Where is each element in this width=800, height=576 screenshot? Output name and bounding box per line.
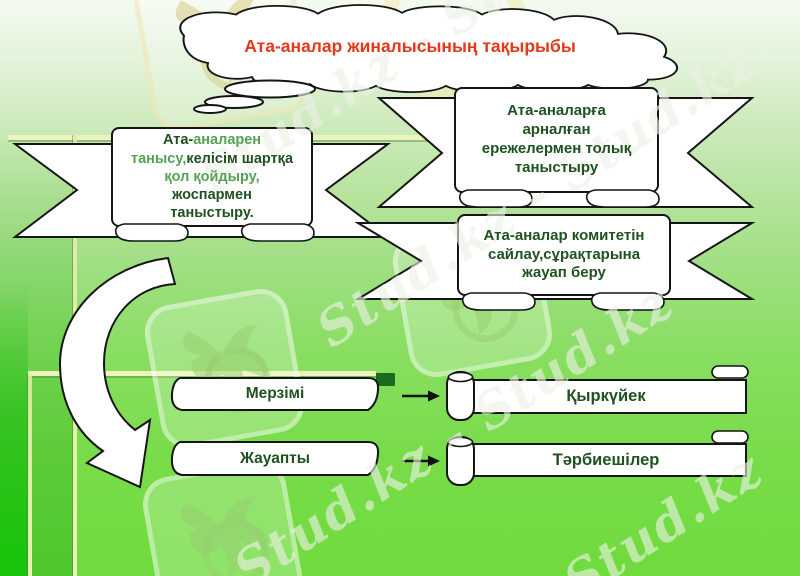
text-line: танысу,келісім шартқа — [130, 150, 294, 167]
scroll-shape-left — [111, 127, 315, 242]
arrow-right-1 — [402, 390, 440, 402]
horizontal-scroll-tarbieshiler — [446, 430, 749, 486]
kyrkuyek-value: Қыркүйек — [566, 387, 646, 406]
text-line: жауап беру — [522, 264, 606, 282]
wave-shape-zhauapty — [170, 441, 380, 476]
text-line: арналған — [522, 121, 591, 139]
merzimi-label: Мерзімі — [245, 385, 305, 403]
scroll-shape-mid-right — [457, 214, 671, 311]
slide-title: Ата-аналар жиналысының тақырыбы — [244, 36, 576, 56]
background-left-edge-stripe — [0, 280, 28, 576]
background-vline-2 — [28, 374, 32, 576]
text-line: Ата-аналарен — [162, 132, 262, 149]
text-line: Ата-аналар комитетін — [483, 226, 645, 244]
arrow-right-2 — [402, 455, 440, 467]
text-line: таныстыру — [514, 158, 599, 176]
wave-shape-merzimi — [170, 377, 380, 411]
text-line: Ата-аналарға — [507, 102, 606, 120]
accent-dark-bar — [376, 373, 395, 386]
text-line: сайлау,сұрақтарына — [487, 245, 641, 263]
text-line: ережелермен толық — [481, 140, 632, 157]
horizontal-scroll-kyrkuyek — [446, 365, 749, 421]
text-line: қол қойдыру, — [164, 168, 260, 185]
scroll-shape-top-right — [454, 87, 660, 208]
curved-down-arrow — [58, 256, 177, 489]
text-line: жоспармен — [172, 187, 252, 204]
thought-bubble-large — [224, 79, 316, 99]
text-line: таныстыру. — [170, 205, 254, 222]
zhauapty-label: Жауапты — [239, 449, 311, 467]
thought-bubble-small — [193, 104, 227, 114]
tarbieshiler-value: Тәрбиешілер — [552, 450, 660, 469]
